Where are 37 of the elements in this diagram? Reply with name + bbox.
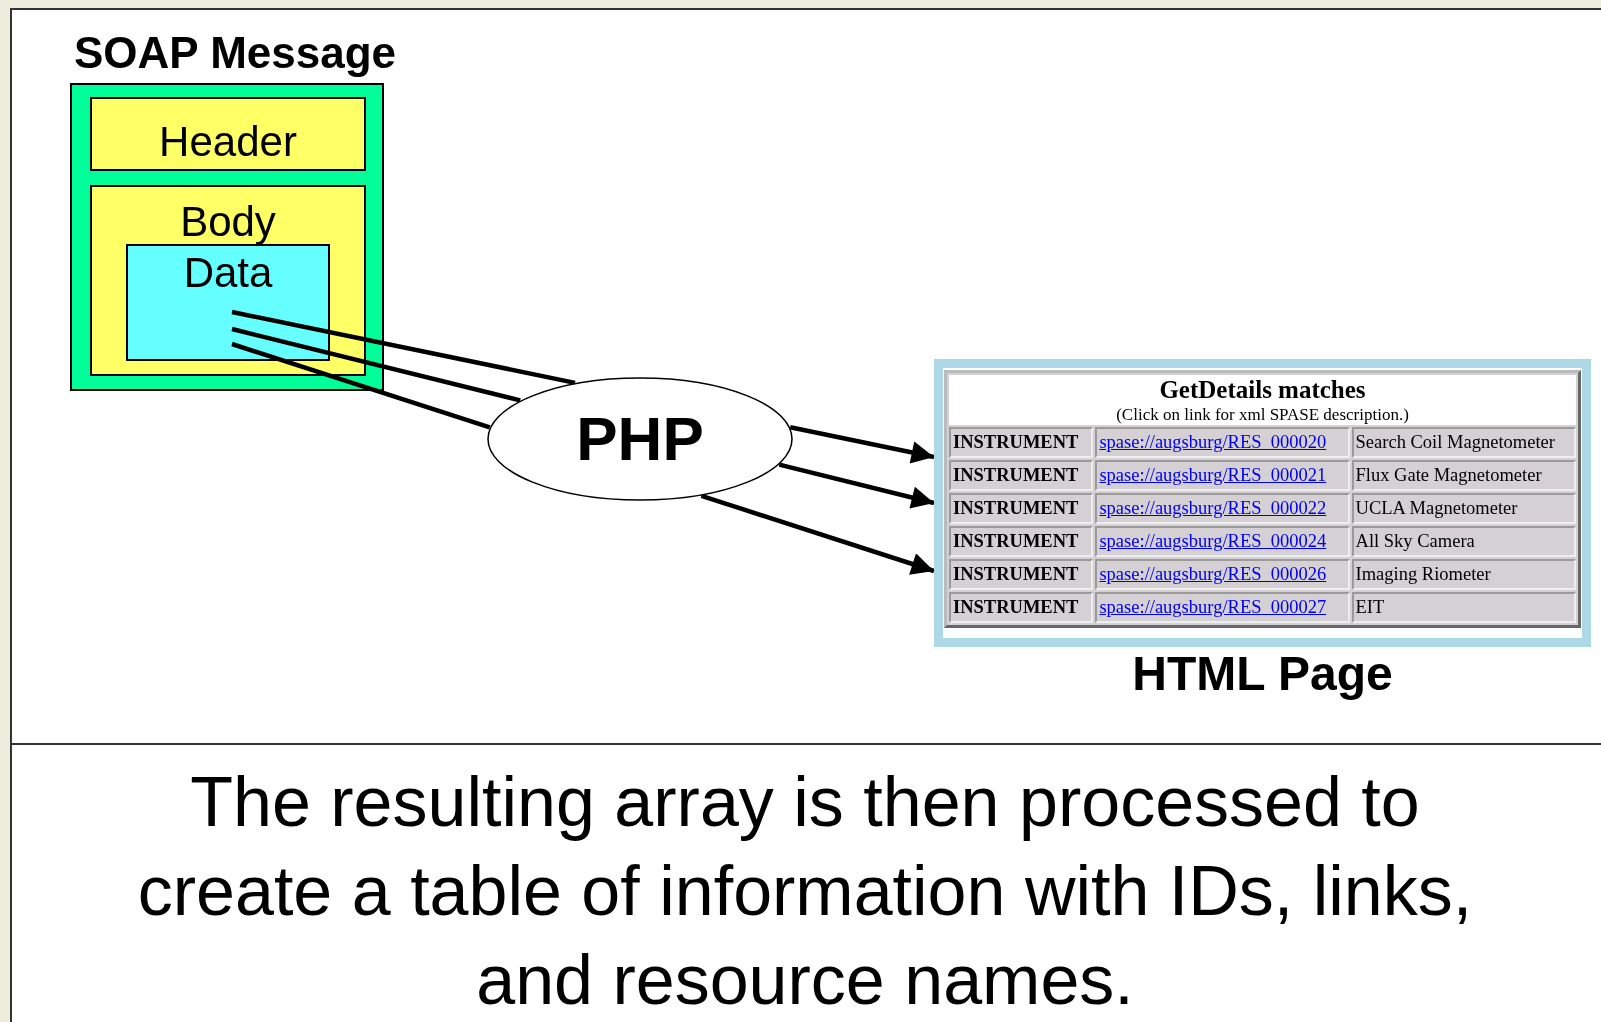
caption: The resulting array is then processed to create a table of information with IDs, links, and resource names. bbox=[136, 762, 1474, 1021]
header-box bbox=[90, 97, 366, 171]
type-cell: INSTRUMENT bbox=[949, 460, 1094, 492]
table-title: GetDetails matches bbox=[1159, 376, 1366, 405]
type-cell: INSTRUMENT bbox=[949, 493, 1094, 525]
body-box bbox=[90, 185, 366, 376]
type-cell: INSTRUMENT bbox=[949, 526, 1094, 558]
name-cell: Search Coil Magnetometer bbox=[1351, 427, 1576, 459]
connector-line bbox=[231, 309, 576, 386]
resource-link: spase://augsburg/RES_000021 bbox=[1099, 465, 1327, 486]
node-label: HTML Page bbox=[1132, 650, 1393, 698]
name-cell: Flux Gate Magnetometer bbox=[1351, 460, 1576, 492]
name-cell: Imaging Riometer bbox=[1351, 559, 1576, 591]
resource-link: spase://augsburg/RES_000024 bbox=[1099, 531, 1327, 552]
name-cell: EIT bbox=[1351, 592, 1576, 624]
table-subtitle: (Click on link for xml SPASE description.) bbox=[1116, 404, 1409, 425]
arrow bbox=[789, 425, 935, 464]
resource-link: spase://augsburg/RES_000020 bbox=[1099, 432, 1327, 453]
node-label: Body bbox=[180, 201, 276, 243]
resource-link: spase://augsburg/RES_000027 bbox=[1099, 597, 1327, 618]
arrow bbox=[700, 493, 935, 575]
connector-line bbox=[231, 326, 521, 403]
type-cell: INSTRUMENT bbox=[949, 592, 1094, 624]
arrow bbox=[778, 462, 935, 509]
resource-link: spase://augsburg/RES_000022 bbox=[1099, 498, 1327, 519]
node-label: SOAP Message bbox=[74, 31, 396, 75]
process-label: PHP bbox=[576, 408, 704, 470]
type-cell: INSTRUMENT bbox=[949, 427, 1094, 459]
connector-line bbox=[231, 341, 491, 430]
name-cell: All Sky Camera bbox=[1351, 526, 1576, 558]
resource-link: spase://augsburg/RES_000026 bbox=[1099, 564, 1327, 585]
name-cell: UCLA Magnetometer bbox=[1351, 493, 1576, 525]
data-box bbox=[126, 244, 330, 361]
process-ellipse bbox=[487, 377, 793, 501]
node-label: Data bbox=[183, 252, 273, 294]
type-cell: INSTRUMENT bbox=[949, 559, 1094, 591]
node-label: Header bbox=[159, 121, 297, 163]
